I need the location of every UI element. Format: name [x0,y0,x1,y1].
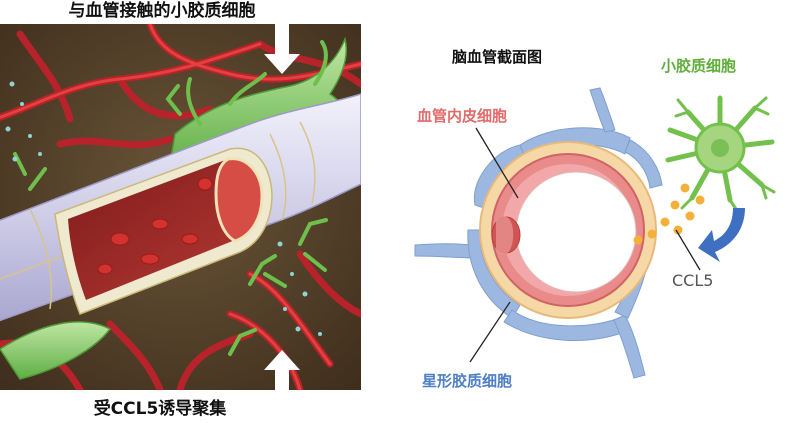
microglia-label: 小胶质细胞 [661,57,737,75]
ccl5-dots [633,183,705,245]
curved-arrow-icon [698,208,745,262]
astrocyte-label: 星形胶质细胞 [422,372,513,390]
microglia-lower [0,321,112,380]
arrow-down-icon [264,24,300,74]
ccl5-leader [675,229,701,271]
vessel-cross-section [414,87,776,379]
vessel-cut-face [214,157,264,243]
microglia-branch [186,40,328,126]
capillary-highlights [0,24,361,390]
bottom-caption: 受CCL5诱导聚集 [93,399,227,419]
vessel-illustration [0,24,361,390]
ccl5-particles [5,81,322,336]
microglia-nucleus [711,139,729,157]
top-caption: 与血管接触的小胶质细胞 [68,1,256,21]
arrow-up-icon [264,350,300,390]
vessel-cell-borders [0,121,316,310]
endothelial-leader [475,127,519,199]
astrocyte-leader [469,301,511,363]
endothelial-label: 血管内皮细胞 [417,107,508,125]
vessel-lumen [68,158,260,300]
microglia-processes [13,84,328,356]
cross-section-title: 脑血管截面图 [452,48,543,66]
vessel-lumen-cross [515,171,637,293]
pericyte [496,216,514,255]
ccl5-label: CCL5 [672,271,714,290]
red-blood-cells [97,177,213,275]
